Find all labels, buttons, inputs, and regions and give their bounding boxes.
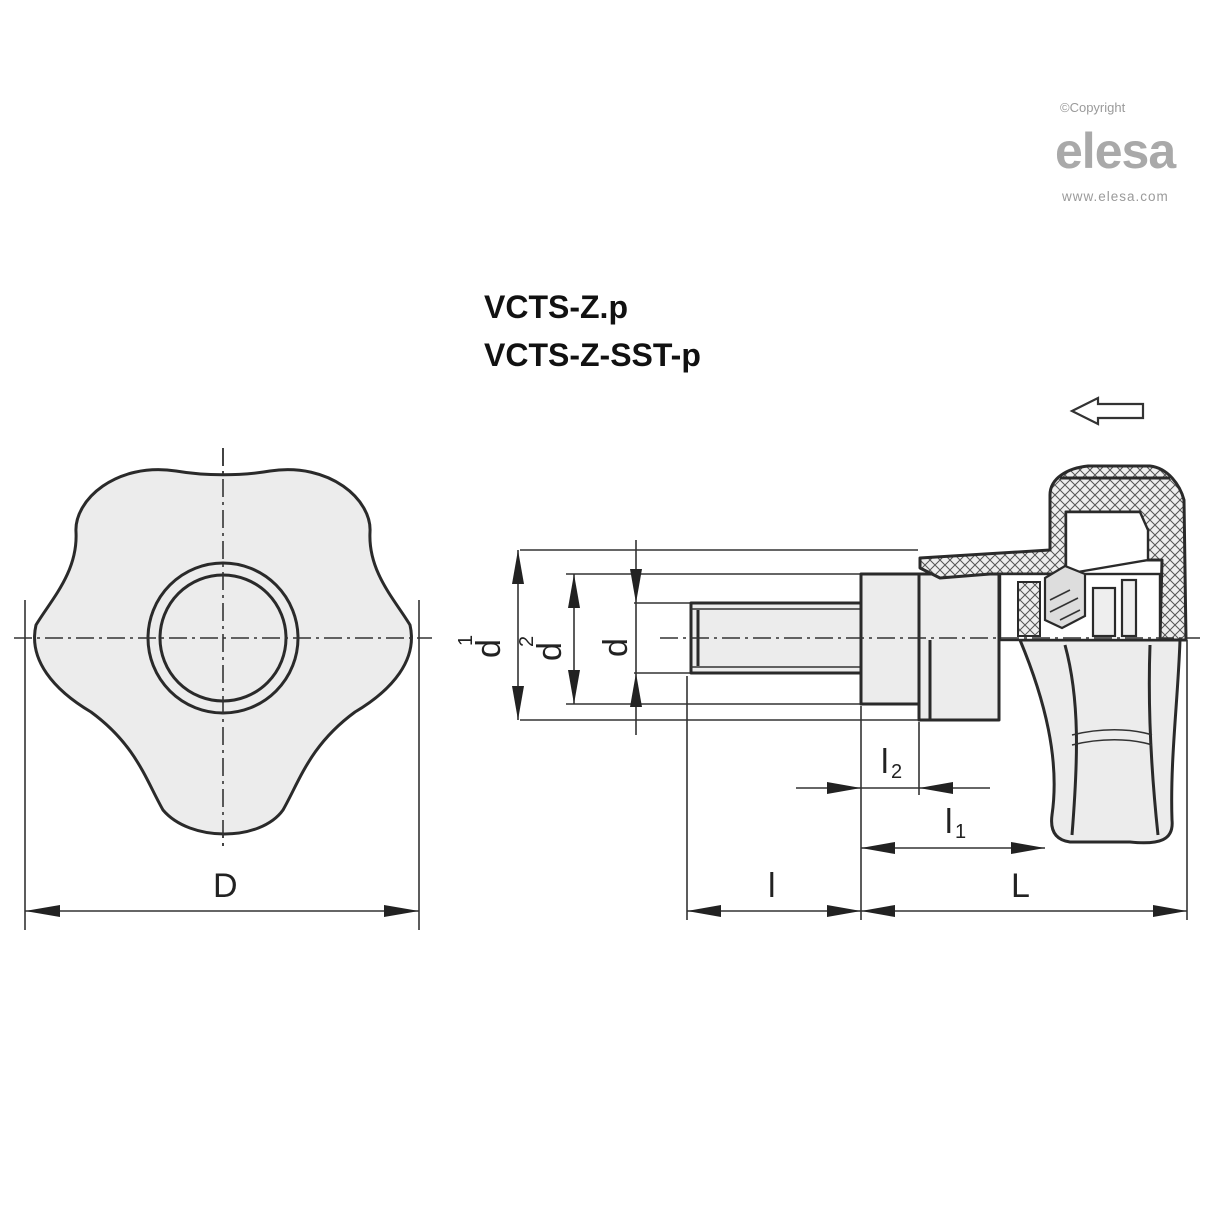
dim-l-label: l — [768, 867, 776, 905]
knob-grip-body — [1018, 638, 1182, 845]
dim-D-label: D — [213, 867, 238, 905]
brand-name: elesa — [1055, 123, 1177, 179]
dim-l1-label: l — [945, 803, 953, 841]
dim-l1-subscript: 1 — [955, 821, 966, 843]
title-line-2: VCTS-Z-SST-p — [484, 337, 701, 373]
dim-d-label: d — [597, 638, 635, 657]
dim-l2-label: l — [881, 743, 889, 781]
ratchet-mechanism — [998, 564, 1162, 642]
elesa-logo: ©Copyright elesa www.elesa.com — [1055, 100, 1178, 204]
dim-L-label: L — [1011, 867, 1030, 905]
copyright-text: ©Copyright — [1060, 100, 1126, 115]
dim-l2-subscript: 2 — [891, 761, 902, 783]
front-view: D — [14, 448, 432, 930]
bush-d1 — [917, 572, 1001, 722]
dim-d1-label: d — [470, 639, 508, 658]
title-line-1: VCTS-Z.p — [484, 289, 628, 325]
dim-d2-subscript: 2 — [516, 636, 538, 647]
side-view: d 1 d 2 d l 2 l 1 l — [455, 464, 1200, 920]
hollow-arrow-left-icon — [1069, 396, 1145, 426]
dim-d2-label: d — [531, 642, 569, 661]
product-title: VCTS-Z.p VCTS-Z-SST-p — [484, 289, 701, 373]
brand-url: www.elesa.com — [1061, 189, 1169, 204]
dim-d1-subscript: 1 — [455, 635, 477, 646]
collar-d2 — [859, 572, 921, 706]
